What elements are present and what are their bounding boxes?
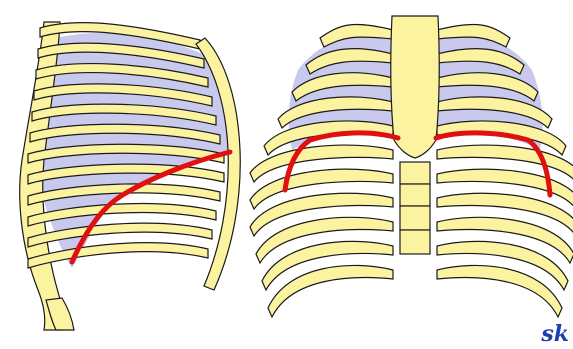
anterior-spine-segments [400,162,430,254]
anterior-ribcage-view [250,16,573,317]
lateral-rib [28,243,208,268]
artist-signature: sk [541,323,569,345]
anterior-rib-left [262,241,393,290]
anterior-rib-right [437,241,568,290]
anterior-rib-right [437,265,562,317]
anterior-rib-left [268,265,393,317]
lateral-ribcage-view [20,22,241,330]
